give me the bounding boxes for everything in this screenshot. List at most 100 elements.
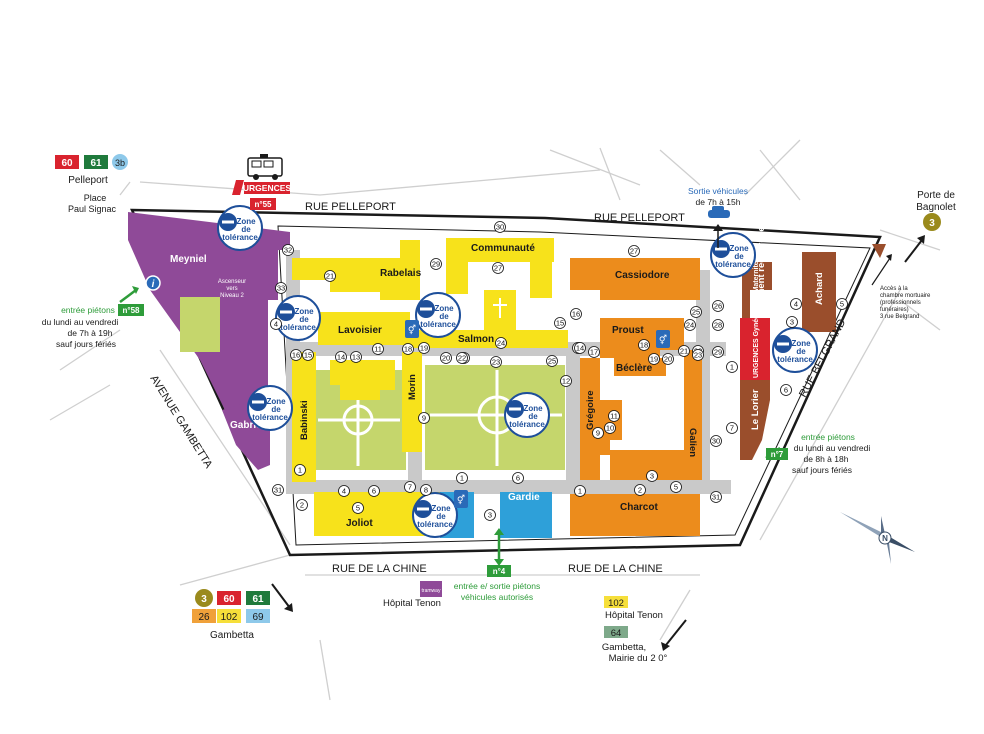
label-batiment-recherche: Bâtiment recherche [756, 226, 767, 315]
svg-text:i: i [152, 279, 155, 290]
door-number: 3 [790, 318, 794, 327]
building-morin [402, 352, 422, 452]
svg-text:de: de [528, 412, 538, 421]
door-marker [350, 351, 362, 363]
svg-text:Porte de: Porte de [917, 190, 955, 201]
door-number: 1 [578, 487, 582, 496]
info-icon[interactable]: i [145, 275, 161, 291]
restroom-icon: ⚥ [405, 320, 419, 338]
svg-text:Zone: Zone [266, 397, 286, 406]
door-number: 18 [640, 341, 648, 350]
door-marker [404, 481, 416, 493]
door-number: 19 [650, 355, 658, 364]
door-marker [710, 435, 722, 447]
door-number: 20 [442, 354, 450, 363]
street-chine-left: RUE DE LA CHINE [332, 563, 427, 575]
door-marker [712, 300, 724, 312]
svg-text:61: 61 [90, 158, 102, 169]
svg-text:60: 60 [61, 158, 73, 169]
door-number: 14 [337, 353, 345, 362]
label-morin: Morin [407, 374, 418, 400]
label-communaute: Communauté [471, 243, 535, 254]
building-le-lorier [740, 380, 770, 460]
door-marker [692, 349, 704, 361]
door-number: 5 [356, 504, 360, 513]
svg-text:Pelleport: Pelleport [68, 175, 108, 186]
svg-text:de: de [241, 225, 251, 234]
door-marker [554, 317, 566, 329]
svg-text:Accès à la: Accès à la [880, 286, 908, 292]
svg-text:tolérance: tolérance [715, 260, 751, 269]
svg-text:de: de [436, 512, 446, 521]
svg-text:Zone: Zone [729, 244, 749, 253]
svg-text:N: N [882, 534, 888, 543]
label-meyniel: Meyniel [170, 254, 207, 265]
svg-text:Paul Signac: Paul Signac [68, 204, 117, 214]
svg-text:3 rue Belgrand: 3 rue Belgrand [880, 314, 919, 320]
door-marker [272, 484, 284, 496]
door-number: 3 [488, 511, 492, 520]
door-number: 9 [596, 429, 600, 438]
svg-text:64: 64 [611, 628, 622, 639]
svg-text:⚥: ⚥ [457, 494, 465, 505]
svg-text:102: 102 [221, 612, 238, 623]
door-number: 1 [460, 474, 464, 483]
door-marker [418, 342, 430, 354]
pedestrian-entrance-right: entrée piétons du lundi au vendredi de 8… [792, 432, 870, 475]
door-marker [638, 339, 650, 351]
door-number: 1 [298, 466, 302, 475]
door-number: 6 [516, 474, 520, 483]
label-gardie: Gardie [508, 492, 540, 503]
svg-text:(professionnels: (professionnels [880, 300, 921, 306]
svg-text:tolérance: tolérance [420, 320, 456, 329]
building-joliot [314, 492, 404, 536]
door-marker [270, 318, 282, 330]
door-number: 31 [712, 493, 720, 502]
door-number: 33 [277, 284, 285, 293]
door-marker [712, 346, 724, 358]
svg-text:URGENCES: URGENCES [243, 183, 292, 193]
door-number: 20 [664, 355, 672, 364]
door-number: 23 [694, 351, 702, 360]
door-marker [678, 345, 690, 357]
door-number: 29 [714, 348, 722, 357]
svg-text:tolérance: tolérance [777, 355, 813, 364]
door-marker [302, 349, 314, 361]
door-number: 4 [274, 320, 278, 329]
door-number: 17 [590, 348, 598, 357]
door-marker [492, 262, 504, 274]
door-marker [634, 484, 646, 496]
door-marker [588, 346, 600, 358]
building-communaute [446, 238, 554, 262]
door-marker [372, 343, 384, 355]
door-marker [402, 343, 414, 355]
door-number: 3 [650, 472, 654, 481]
door-marker [608, 410, 620, 422]
entrance-n4: n°4 entrée e/ sortie piétons véhicules a… [454, 528, 540, 602]
label-joliot: Joliot [346, 518, 373, 529]
label-gabriel: Gabriel [230, 420, 265, 431]
svg-text:tolérance: tolérance [417, 520, 453, 529]
door-marker [440, 352, 452, 364]
svg-text:n°4: n°4 [493, 567, 506, 576]
door-marker [670, 481, 682, 493]
svg-text:n°58: n°58 [123, 306, 141, 315]
svg-text:de 8h à 18h: de 8h à 18h [804, 454, 849, 464]
svg-text:funéraires): funéraires) [880, 307, 909, 313]
door-number: 31 [274, 486, 282, 495]
label-gregoire: Grégoire [585, 390, 596, 430]
elevator-note: Ascenseur vers Niveau 2 [218, 279, 246, 299]
door-number: 6 [372, 487, 376, 496]
door-marker [282, 244, 294, 256]
door-marker [352, 502, 364, 514]
transit-pelleport: 60 61 3b Pelleport Place Paul Signac [55, 154, 128, 214]
